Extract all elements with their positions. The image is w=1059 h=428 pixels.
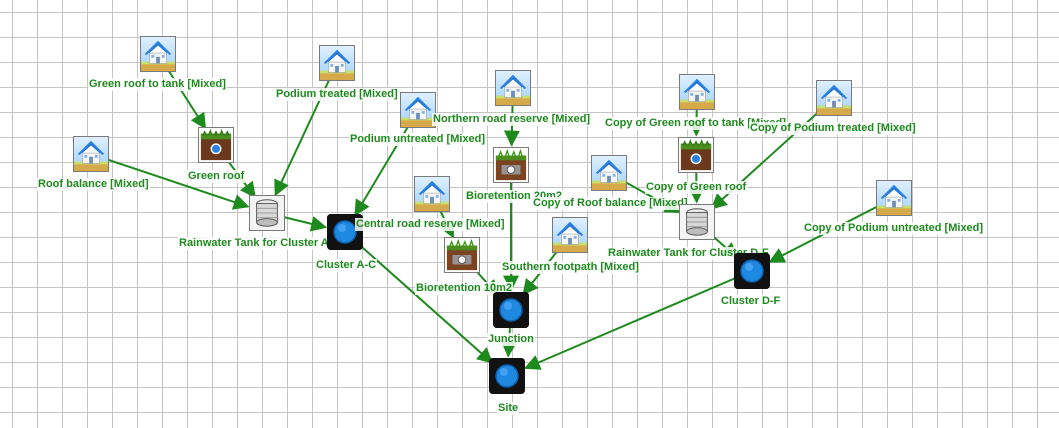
bioretention-icon[interactable] [444, 237, 480, 273]
edge-cluster-df-to-site[interactable] [523, 270, 753, 370]
tank-icon[interactable] [679, 204, 715, 240]
node-label: Cluster D-F [720, 295, 782, 308]
house-icon[interactable] [876, 180, 912, 216]
node-label: Roof balance [Mixed] [37, 178, 150, 191]
house-icon[interactable] [414, 176, 450, 212]
node-label: Green roof to tank [Mixed] [88, 78, 227, 91]
junction-icon[interactable] [489, 358, 525, 394]
node-label: Copy of Podium treated [Mixed] [749, 122, 917, 135]
node-label: Rainwater Tank for Cluster A-C [178, 237, 342, 250]
house-icon[interactable] [495, 70, 531, 106]
house-icon[interactable] [552, 217, 588, 253]
node-label: Bioretention 10m2 [415, 282, 513, 295]
node-label: Junction [487, 333, 535, 346]
node-label: Podium treated [Mixed] [275, 88, 399, 101]
node-label: Copy of Green roof [645, 181, 748, 194]
house-icon[interactable] [319, 45, 355, 81]
junction-icon[interactable] [493, 292, 529, 328]
house-icon[interactable] [591, 155, 627, 191]
edge-podium-treated-to-rainwater-tank-ac[interactable] [274, 62, 338, 197]
node-label: Northern road reserve [Mixed] [432, 113, 592, 126]
node-label: Podium untreated [Mixed] [349, 133, 487, 146]
node-label: Copy of Roof balance [Mixed] [532, 197, 689, 210]
node-label: Central road reserve [Mixed] [355, 218, 506, 231]
house-icon[interactable] [140, 36, 176, 72]
house-icon[interactable] [400, 92, 436, 128]
tank-icon[interactable] [249, 195, 285, 231]
house-icon[interactable] [679, 74, 715, 110]
green-roof-icon[interactable] [678, 137, 714, 173]
node-label: Southern footpath [Mixed] [501, 261, 640, 274]
house-icon[interactable] [816, 80, 852, 116]
node-label: Site [497, 402, 520, 415]
edge-cluster-ac-to-site[interactable] [344, 231, 494, 364]
bioretention-icon[interactable] [493, 147, 529, 183]
house-icon[interactable] [73, 136, 109, 172]
node-label: Rainwater Tank for Cluster D-F [607, 247, 770, 260]
node-label: Green roof [187, 170, 246, 183]
edge-roof-balance-to-rainwater-tank-ac[interactable] [90, 153, 250, 210]
junction-icon[interactable] [734, 253, 770, 289]
node-label: Copy of Podium untreated [Mixed] [803, 222, 985, 235]
green-roof-icon[interactable] [198, 127, 234, 163]
node-label: Cluster A-C [315, 259, 378, 272]
node-label: Copy of Green roof to tank [Mixed] [604, 117, 787, 130]
